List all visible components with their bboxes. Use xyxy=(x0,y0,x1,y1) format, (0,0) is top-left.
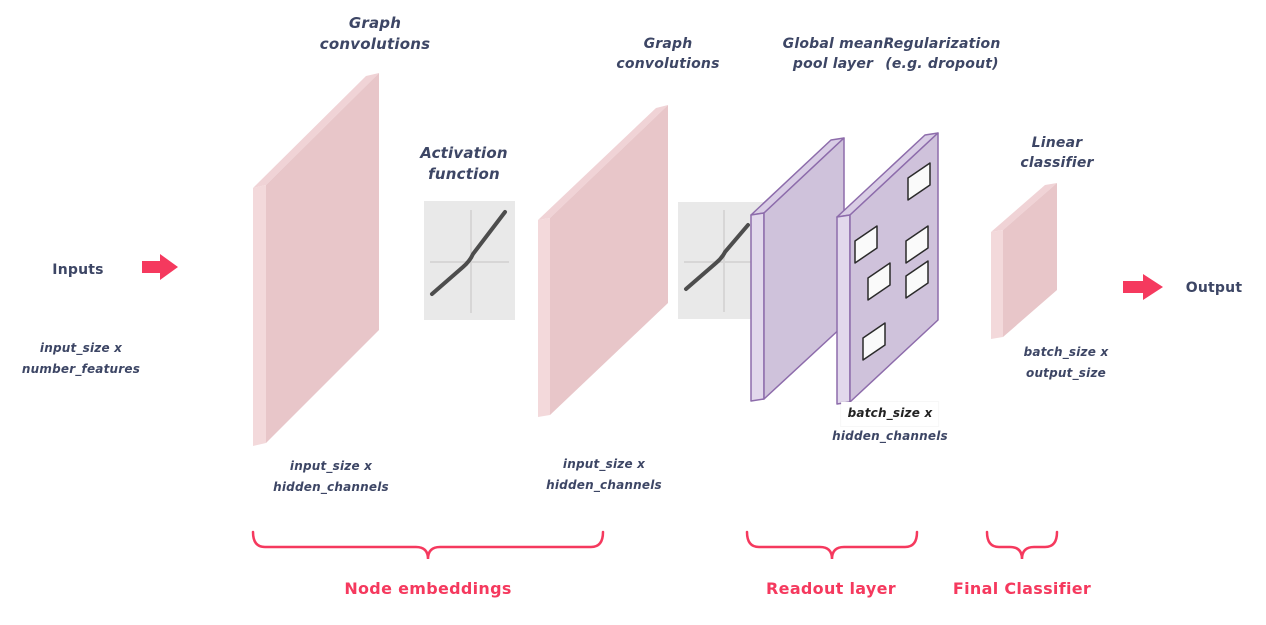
pool-dims-highlight: batch_size x xyxy=(841,402,939,426)
pool-dims-label: batch_size x hidden_channels xyxy=(832,402,948,447)
conv2-title-line2: convolutions xyxy=(616,56,720,72)
final-classifier-brace xyxy=(985,530,1059,560)
graph-conv-layer-2 xyxy=(538,105,668,417)
dropout-hole xyxy=(907,162,931,201)
output-arrow-icon xyxy=(1123,274,1163,300)
output-label: Output xyxy=(1185,280,1243,296)
regularization-title: Regularization (e.g. dropout) xyxy=(884,34,1001,74)
dropout-hole xyxy=(905,225,929,264)
dropout-holes xyxy=(854,162,931,361)
conv1-dims-label: input_size x hidden_channels xyxy=(273,456,389,498)
pool-title-line1: Global mean xyxy=(782,36,884,52)
linear-title-line2: classifier xyxy=(1020,155,1094,171)
activation-title-line2: function xyxy=(428,165,500,183)
dropout-hole xyxy=(905,260,929,299)
dropout-hole xyxy=(867,262,891,301)
linear-classifier-slab xyxy=(991,183,1057,339)
dropout-hole xyxy=(862,322,886,361)
pool-layer-slab xyxy=(750,137,845,402)
regularization-title-line1: Regularization xyxy=(883,36,1001,52)
linear-dims-line2: output_size xyxy=(1026,366,1106,380)
conv2-dims-line2: hidden_channels xyxy=(546,478,662,492)
linear-dims-label: batch_size x output_size xyxy=(1024,342,1109,384)
node-embeddings-brace xyxy=(251,530,605,560)
conv1-dims-line2: hidden_channels xyxy=(273,480,389,494)
pool-dims-line2: hidden_channels xyxy=(832,429,948,443)
conv1-title-line2: convolutions xyxy=(319,35,431,53)
stage-node-embeddings-label: Node embeddings xyxy=(344,579,512,598)
activation-title: Activation function xyxy=(420,143,508,185)
conv1-title-line1: Graph xyxy=(348,14,402,32)
linear-title-line1: Linear xyxy=(1031,135,1083,151)
linear-dims-line1: batch_size x xyxy=(1023,345,1109,359)
regularization-title-line2: (e.g. dropout) xyxy=(885,56,999,72)
stage-final-classifier-label: Final Classifier xyxy=(952,579,1092,598)
inputs-label: Inputs xyxy=(52,262,104,278)
activation-title-line1: Activation xyxy=(420,144,508,162)
activation-plot-1 xyxy=(424,201,515,320)
input-dims-label: input_size x number_features xyxy=(22,338,140,380)
conv2-title-line1: Graph xyxy=(643,36,693,52)
input-dims-line1: input_size x xyxy=(39,341,123,355)
readout-layer-brace xyxy=(745,530,919,560)
input-arrow-icon xyxy=(142,254,178,280)
dropout-hole xyxy=(854,225,878,264)
conv2-dims-label: input_size x hidden_channels xyxy=(546,454,662,496)
conv1-title: Graph convolutions xyxy=(320,13,430,55)
graph-conv-layer-1 xyxy=(253,73,379,446)
pool-title-line2: pool layer xyxy=(792,56,874,72)
stage-readout-layer-label: Readout layer xyxy=(766,579,896,598)
pool-title: Global mean pool layer xyxy=(783,34,884,74)
conv1-dims-line1: input_size x xyxy=(289,459,373,473)
conv2-dims-line1: input_size x xyxy=(562,457,646,471)
conv2-title: Graph convolutions xyxy=(616,34,719,74)
linear-title: Linear classifier xyxy=(1020,133,1093,173)
input-dims-line2: number_features xyxy=(21,362,141,376)
